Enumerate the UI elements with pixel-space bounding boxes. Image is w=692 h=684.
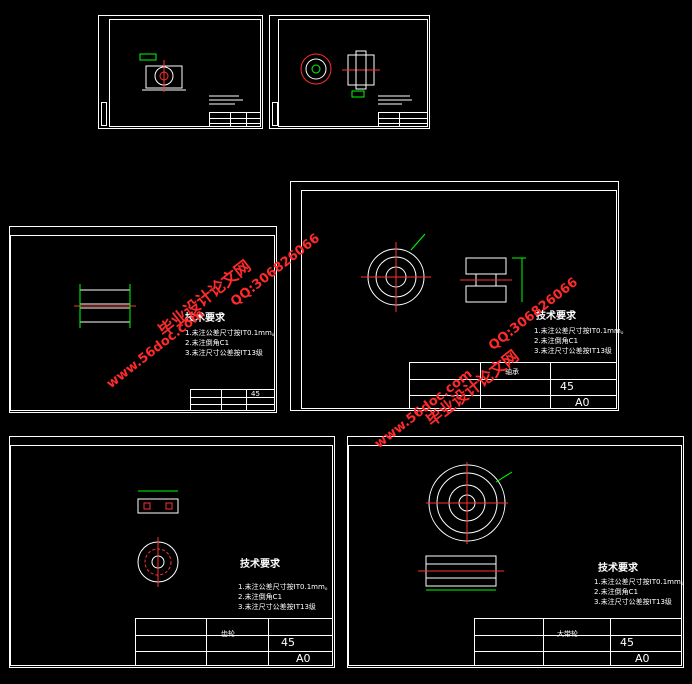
- title-block-material: 45: [281, 636, 295, 649]
- drawing-sheet-bearing-seat[interactable]: 技术要求 1.未注公差尺寸按IT0.1mm。 2.未注倒角C1 3.未注尺寸公差…: [290, 181, 628, 411]
- tech-requirement-3: 3.未注尺寸公差按IT13级: [185, 349, 263, 357]
- tech-requirement-1: 1.未注公差尺寸按IT0.1mm。: [238, 583, 332, 591]
- gear-front-view: [137, 537, 179, 587]
- drawing-sheet-assembly-1[interactable]: [98, 15, 263, 129]
- tech-requirement-2: 2.未注倒角C1: [185, 339, 230, 347]
- title-block-part-name: 大带轮: [557, 630, 578, 638]
- title-block-scale: A0: [635, 652, 650, 665]
- pulley-front-view: [426, 462, 513, 544]
- sheet-border: [278, 19, 428, 127]
- bearing-front-view: [361, 233, 431, 312]
- tech-requirements-title: 技术要求: [185, 313, 225, 324]
- tech-requirements-title: 技术要求: [240, 559, 280, 570]
- title-block-material: 45: [620, 636, 634, 649]
- tech-requirement-1: 1.未注公差尺寸按IT0.1mm。: [534, 327, 628, 335]
- assembly-drawing-1: [139, 53, 186, 92]
- tech-requirements-title: 技术要求: [536, 311, 576, 322]
- sleeve-section-view: [74, 284, 136, 328]
- title-block-scale: A0: [296, 652, 311, 665]
- tech-requirement-2: 2.未注倒角C1: [534, 337, 579, 345]
- title-block-material: 45: [251, 390, 260, 398]
- sheet-margin-strip: [101, 102, 107, 126]
- drawing-sheet-gear[interactable]: 技术要求 1.未注公差尺寸按IT0.1mm。 2.未注倒角C1 3.未注尺寸公差…: [9, 436, 335, 668]
- bearing-section-view: [460, 257, 526, 303]
- pulley-section-view: [418, 555, 504, 591]
- sheet-border: [10, 235, 275, 411]
- tech-requirement-3: 3.未注尺寸公差按IT13级: [594, 598, 672, 606]
- notes-lines: [209, 95, 243, 105]
- tech-requirements-title: 技术要求: [598, 563, 638, 574]
- title-block: 45: [190, 389, 275, 411]
- notes-lines: [378, 95, 412, 105]
- tech-requirement-1: 1.未注公差尺寸按IT0.1mm。: [185, 329, 279, 337]
- drawing-sheet-pulley[interactable]: 技术要求 1.未注公差尺寸按IT0.1mm。 2.未注倒角C1 3.未注尺寸公差…: [347, 436, 688, 668]
- title-block-part-name: 齿轮: [221, 630, 235, 638]
- sheet-border: [109, 19, 261, 127]
- assembly-drawing-2: [300, 50, 380, 98]
- tech-requirement-2: 2.未注倒角C1: [594, 588, 639, 596]
- drawing-sheet-shaft-sleeve[interactable]: 技术要求 1.未注公差尺寸按IT0.1mm。 2.未注倒角C1 3.未注尺寸公差…: [9, 226, 279, 413]
- title-block: [209, 112, 261, 127]
- title-block-material: 45: [560, 380, 574, 393]
- tech-requirement-2: 2.未注倒角C1: [238, 593, 283, 601]
- gear-top-view: [137, 490, 179, 514]
- title-block: [378, 112, 428, 127]
- title-block: 大带轮 45 A0: [474, 618, 682, 666]
- drawing-sheet-assembly-2[interactable]: [269, 15, 430, 129]
- title-block-scale: A0: [575, 396, 590, 409]
- title-block: 齿轮 45 A0: [135, 618, 333, 666]
- tech-requirement-1: 1.未注公差尺寸按IT0.1mm。: [594, 578, 688, 586]
- title-block-part-name: 轴承: [505, 368, 519, 376]
- tech-requirement-3: 3.未注尺寸公差按IT13级: [238, 603, 316, 611]
- tech-requirement-3: 3.未注尺寸公差按IT13级: [534, 347, 612, 355]
- title-block: 轴承 45 A0: [409, 362, 617, 409]
- sheet-margin-strip: [272, 102, 278, 126]
